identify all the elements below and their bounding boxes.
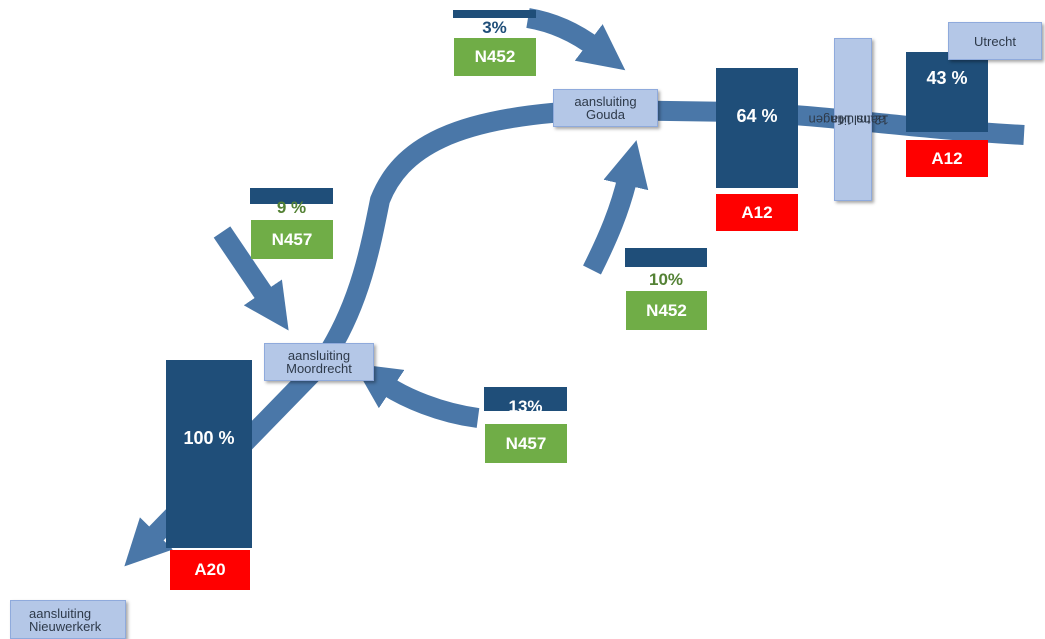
- flow-n452-south: [583, 140, 649, 275]
- main-corridor-flow: [321, 99, 1025, 356]
- a12-gouda-share-label: 64 %: [736, 106, 778, 126]
- a20-share-label: 100 %: [183, 428, 235, 448]
- junction-gouda-line1: aansluiting: [574, 94, 637, 109]
- n452-south-share-label: 10%: [648, 270, 684, 289]
- a12-utrecht-share-label: 43 %: [926, 68, 968, 88]
- n457-east-share-bar: [484, 387, 567, 411]
- n457-west-road-badge: N457: [251, 220, 333, 259]
- n457-east-share-label: 13%: [508, 397, 543, 416]
- n457-east-road-badge: N457: [485, 424, 567, 463]
- junction-nieuwerkerk: aansluiting Nieuwerkerk: [10, 600, 126, 639]
- a12-utrecht-share-bar: 43 %: [906, 52, 988, 132]
- a20-share-bar: 100 %: [166, 360, 252, 548]
- junction-moordrecht-line1: aansluiting: [287, 348, 351, 363]
- junction-utrecht: Utrecht: [948, 22, 1042, 60]
- a12-gouda-road-badge: A12: [716, 194, 798, 231]
- n452-south-road-badge: N452: [626, 291, 707, 330]
- flow-n457-east: [353, 363, 480, 428]
- junction-12-14a: aansluitingen 12 tm 14a: [808, 38, 888, 201]
- a12-gouda-share-bar: 64 %: [716, 68, 798, 188]
- flow-n452-north: [526, 8, 626, 71]
- n457-west-share-label: 9 %: [276, 198, 307, 217]
- junction-utrecht-label: Utrecht: [974, 33, 1016, 49]
- flow-n457-west: [213, 226, 289, 331]
- n452-north-road-badge: N452: [454, 38, 536, 76]
- junction-moordrecht-line2: Moordrecht: [286, 361, 352, 376]
- junction-nieuwerkerk-line1: aansluiting: [29, 605, 92, 621]
- junction-gouda-line2: Gouda: [585, 107, 626, 122]
- n452-north-share-bar: [453, 10, 536, 18]
- n452-north-share-label: 3%: [482, 18, 507, 37]
- n452-south-share-bar: [625, 248, 707, 267]
- junction-12-14a-line2: 12 tm 14a: [830, 112, 889, 127]
- junction-moordrecht: aansluiting Moordrecht: [264, 343, 374, 381]
- junction-nieuwerkerk-line2: Nieuwerkerk: [29, 618, 102, 634]
- n457-west-share-bar: [250, 188, 333, 204]
- a12-utrecht-road-badge: A12: [906, 140, 988, 177]
- a20-road-badge: A20: [170, 550, 250, 590]
- junction-gouda: aansluiting Gouda: [553, 89, 658, 127]
